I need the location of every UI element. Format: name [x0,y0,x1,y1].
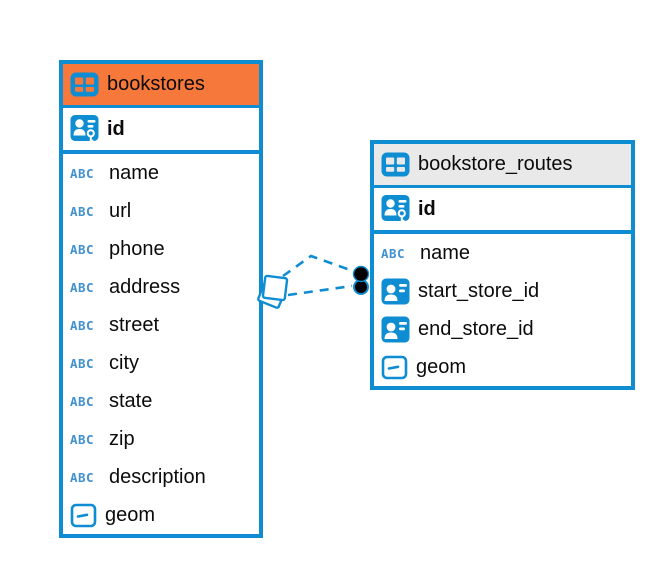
person-badge-icon [381,316,410,343]
column-label: state [109,389,153,412]
column-label: street [109,313,160,336]
person-badge-icon [381,278,410,305]
column-label: name [420,241,471,264]
text-type-icon: ABC [70,393,95,409]
column-row[interactable]: ABC address [63,268,259,306]
geometry-icon [381,355,408,380]
column-row[interactable]: end_store_id [374,310,631,348]
person-key-icon [70,114,99,144]
relationship-line-upper [282,254,354,278]
text-type-icon: ABC [70,241,95,257]
column-label: address [109,275,181,298]
column-row[interactable]: ABC name [374,234,631,272]
person-key-icon [381,194,410,224]
column-row[interactable]: ABC street [63,306,259,344]
column-row-pk[interactable]: id [374,188,631,234]
column-row[interactable]: ABC phone [63,230,259,268]
table-title: bookstore_routes [418,153,573,175]
text-type-icon: ABC [70,431,95,447]
column-label: end_store_id [418,317,534,340]
table-title: bookstores [107,73,205,95]
column-row[interactable]: ABC description [63,458,259,496]
relationship-line-lower [287,284,353,297]
column-label: city [109,351,139,374]
column-label: name [109,161,160,184]
column-row[interactable]: ABC name [63,154,259,192]
column-label: start_store_id [418,279,540,302]
column-row[interactable]: ABC state [63,382,259,420]
column-row[interactable]: ABC city [63,344,259,382]
text-type-icon: ABC [70,469,95,485]
double-dot-endpoint [352,265,370,295]
text-type-icon: ABC [70,165,95,181]
table-bookstores-header[interactable]: bookstores [63,64,259,108]
table-bookstore-routes[interactable]: bookstore_routes id ABC name [370,140,635,390]
column-row[interactable]: ABC url [63,192,259,230]
column-label: id [107,117,125,140]
column-label: description [109,465,206,488]
column-label: geom [416,355,467,378]
column-label: phone [109,237,165,260]
table-icon [381,152,410,177]
column-row[interactable]: start_store_id [374,272,631,310]
column-row[interactable]: geom [374,348,631,386]
table-icon [70,72,99,97]
text-type-icon: ABC [70,279,95,295]
text-type-icon: ABC [381,245,406,261]
text-type-icon: ABC [70,355,95,371]
column-label: id [418,197,436,220]
geometry-icon [70,503,97,528]
column-label: zip [109,427,135,450]
text-type-icon: ABC [70,203,95,219]
column-row-pk[interactable]: id [63,108,259,154]
column-row[interactable]: ABC zip [63,420,259,458]
text-type-icon: ABC [70,317,95,333]
table-bookstore-routes-header[interactable]: bookstore_routes [374,144,631,188]
column-row[interactable]: geom [63,496,259,534]
column-label: url [109,199,132,222]
column-label: geom [105,503,156,526]
table-bookstores[interactable]: bookstores id ABC name A [59,60,263,538]
